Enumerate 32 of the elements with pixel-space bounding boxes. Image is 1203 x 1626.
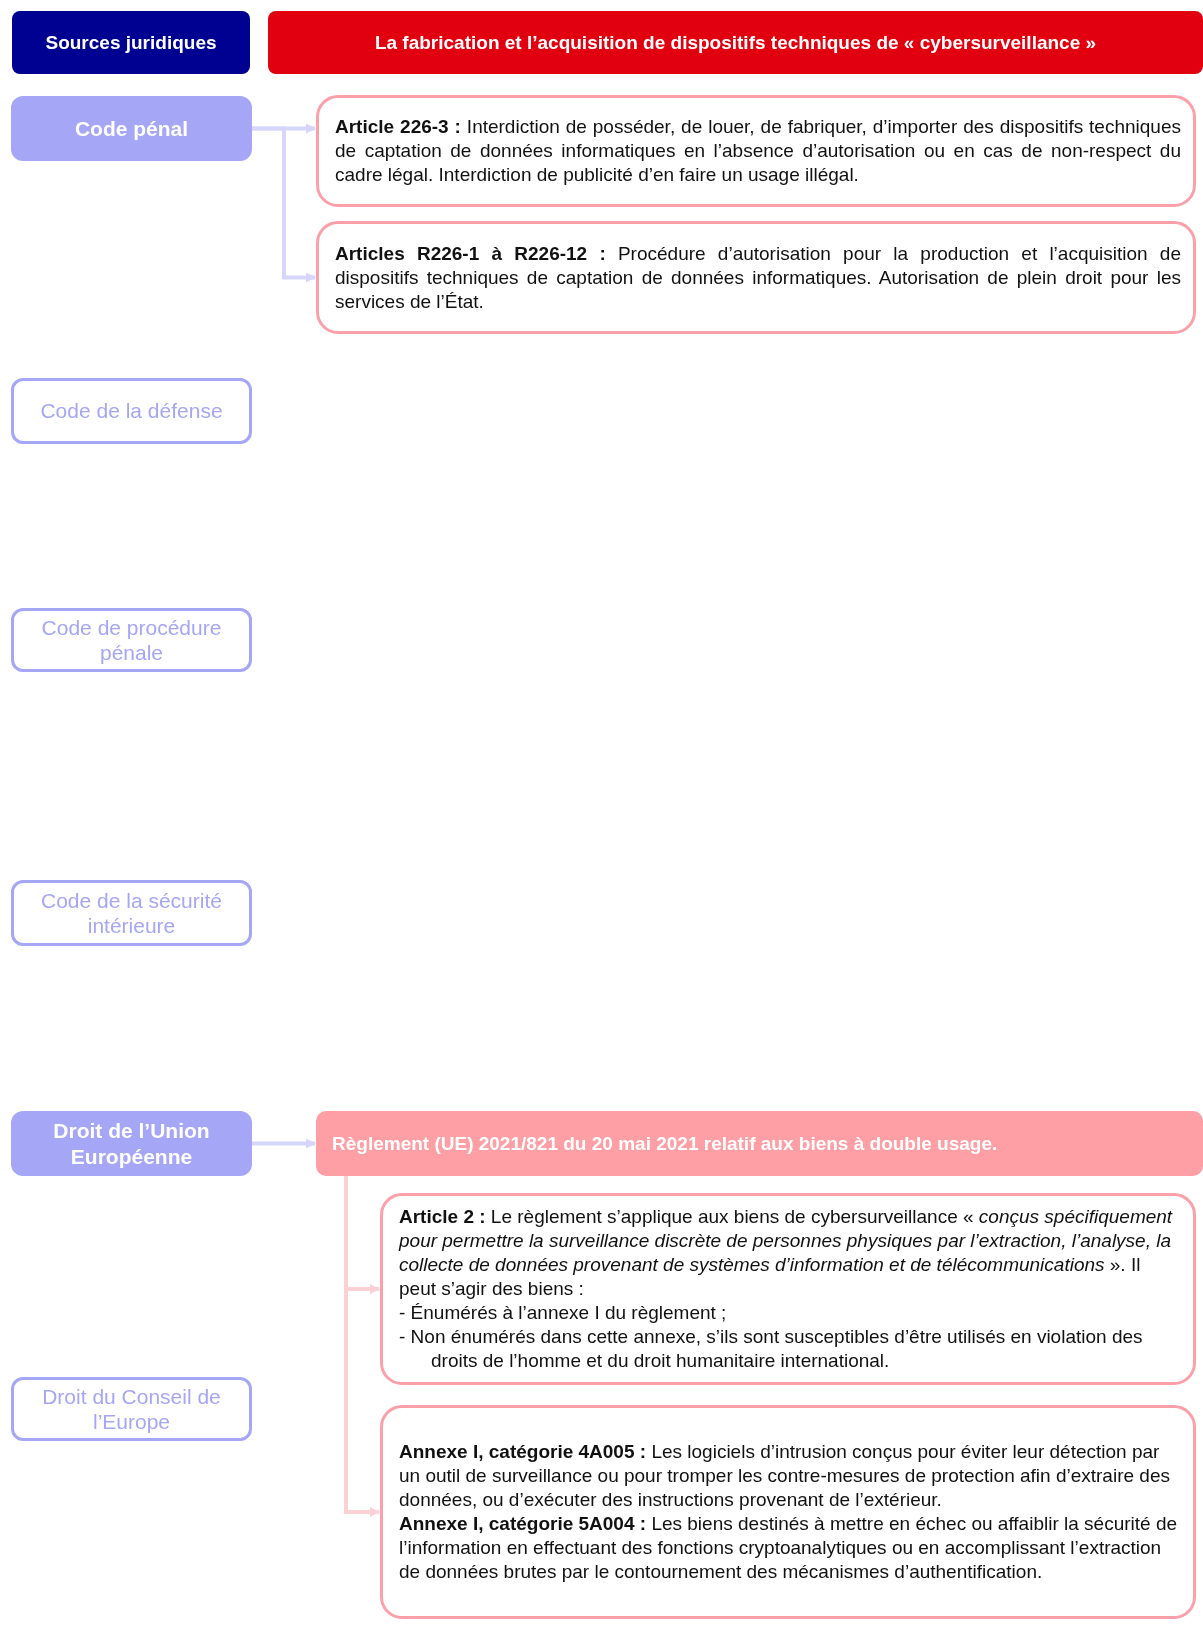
list-item: - Non énumérés dans cette annexe, s’ils sont susceptibles d’être utilisés en violation des droits de l’homme et du droit humanitaire international.	[399, 1325, 1144, 1373]
box-label: Sources juridiques	[45, 31, 217, 54]
connector-arrow	[252, 126, 316, 283]
article-box	[316, 221, 1196, 334]
connector-arrow	[252, 1138, 316, 1149]
box-label: La fabrication et l’acquisition de dispositifs techniques de « cybersurveillance »	[374, 31, 1097, 54]
source-box	[11, 1377, 252, 1441]
article-box	[380, 1193, 1196, 1385]
box-label: Code de la sécurité intérieure	[40, 887, 223, 939]
source-box	[11, 1111, 252, 1176]
article-text: Articles R226-1 à R226-12 : Procédure d’autorisation pour la production et l’acquisition de dispositifs techniques de captation de données informatiques. Autorisation de plein droit pour les services de l’État.	[335, 241, 1181, 314]
article-box	[380, 1405, 1196, 1619]
box-label: Droit de l’Union Européenne	[52, 1118, 211, 1169]
box-label: Code de procédure pénale	[40, 614, 223, 666]
box-label: Code pénal	[74, 115, 189, 142]
box-label: Code de la défense	[40, 398, 223, 424]
source-box	[11, 378, 252, 444]
connector-arrow	[344, 1176, 380, 1517]
source-box	[11, 608, 252, 672]
article-box	[316, 95, 1196, 207]
article-text: Article 226-3 : Interdiction de posséder, de louer, de fabriquer, d’importer des dispositifs techniques de captation de données informatiques en l’absence d’autorisation ou en cas de non-respect du cadre légal. Interdiction de publicité d’en faire un usage illégal.	[335, 115, 1181, 187]
source-box	[11, 880, 252, 946]
article-text: Annexe I, catégorie 4A005 : Les logiciels d’intrusion conçus pour éviter leur détection par un outil de surveillance ou pour tromper les contre-mesures de protection afin d’extraire des données, ou d’exécuter des instructions provenant de l’extérieur.	[399, 1440, 1171, 1512]
box-label: Règlement (UE) 2021/821 du 20 mai 2021 relatif aux biens à double usage.	[332, 1132, 998, 1155]
header-box	[12, 11, 250, 74]
article-text: Article 2 : Le règlement s’applique aux biens de cybersurveillance « conçus spécifiquement pour permettre la surveillance discrète de personnes physiques par l’extraction, l’analyse, la collecte de données provenant de systèmes d’information et de télécommunications ». Il peut s’agir des biens :	[399, 1205, 1174, 1301]
header-box	[268, 11, 1203, 74]
list-item: - Énumérés à l’annexe I du règlement ;	[399, 1301, 728, 1325]
regulation-box	[316, 1111, 1203, 1176]
article-text: Annexe I, catégorie 5A004 : Les biens destinés à mettre en échec ou affaiblir la sécurité de l’information en effectuant des fonctions cryptoanalytiques ou en accomplissant l’extraction de données brutes par le contournement des mécanismes d’authentification.	[399, 1512, 1178, 1584]
source-box	[11, 96, 252, 161]
box-label: Droit du Conseil de l’Europe	[41, 1383, 222, 1435]
